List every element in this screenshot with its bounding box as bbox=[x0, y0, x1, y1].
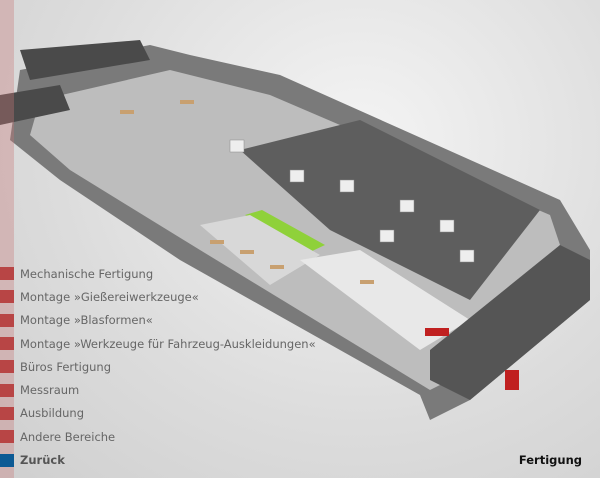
workbench bbox=[210, 240, 224, 244]
marker-icon bbox=[0, 337, 14, 351]
roof-left-2 bbox=[0, 85, 70, 125]
area-menu: Mechanische Fertigung Montage »Gießereiw… bbox=[0, 262, 316, 472]
machine bbox=[229, 139, 245, 153]
menu-item-andere-bereiche[interactable]: Andere Bereiche bbox=[0, 425, 316, 448]
menu-item-label: Ausbildung bbox=[20, 406, 85, 421]
menu-item-label: Montage »Werkzeuge für Fahrzeug-Auskleid… bbox=[20, 336, 316, 351]
menu-item-label: Andere Bereiche bbox=[20, 429, 116, 444]
workbench bbox=[120, 110, 134, 114]
right-building-roof bbox=[430, 245, 590, 400]
green-area bbox=[245, 210, 325, 252]
machine bbox=[399, 199, 415, 213]
marker-icon bbox=[0, 290, 14, 304]
menu-item-label: Montage »Gießereiwerkzeuge« bbox=[20, 289, 199, 304]
roof-left bbox=[20, 40, 150, 80]
menu-item-montage-fahrzeug[interactable]: Montage »Werkzeuge für Fahrzeug-Auskleid… bbox=[0, 332, 316, 355]
workbench bbox=[360, 280, 374, 284]
red-entrance bbox=[505, 370, 519, 390]
marker-icon bbox=[0, 453, 14, 467]
machine bbox=[339, 179, 355, 193]
menu-item-label: Büros Fertigung bbox=[20, 359, 112, 374]
menu-item-mechanische-fertigung[interactable]: Mechanische Fertigung bbox=[0, 262, 316, 285]
menu-item-label: Montage »Blasformen« bbox=[20, 313, 153, 328]
marker-icon bbox=[0, 383, 14, 397]
menu-item-messraum[interactable]: Messraum bbox=[0, 378, 316, 401]
marker-icon bbox=[0, 360, 14, 374]
machine bbox=[289, 169, 305, 183]
menu-item-ausbildung[interactable]: Ausbildung bbox=[0, 402, 316, 425]
red-door bbox=[425, 328, 449, 336]
menu-item-label: Messraum bbox=[20, 383, 80, 398]
page-title: Fertigung bbox=[518, 453, 582, 467]
marker-icon bbox=[0, 406, 14, 420]
menu-item-label: Mechanische Fertigung bbox=[20, 266, 154, 281]
menu-strip bbox=[0, 0, 14, 478]
menu-item-bueros-fertigung[interactable]: Büros Fertigung bbox=[0, 355, 316, 378]
marker-icon bbox=[0, 430, 14, 444]
menu-item-montage-giessereiwerkzeuge[interactable]: Montage »Gießereiwerkzeuge« bbox=[0, 285, 316, 308]
back-label: Zurück bbox=[20, 453, 65, 468]
menu-item-montage-blasformen[interactable]: Montage »Blasformen« bbox=[0, 309, 316, 332]
back-link[interactable]: Zurück bbox=[0, 448, 316, 471]
machine bbox=[379, 229, 395, 243]
workbench bbox=[240, 250, 254, 254]
workbench bbox=[270, 265, 284, 269]
machine bbox=[459, 249, 475, 263]
assembly-area[interactable] bbox=[200, 215, 320, 285]
marker-icon bbox=[0, 267, 14, 281]
workbench bbox=[180, 100, 194, 104]
machine bbox=[439, 219, 455, 233]
marker-icon bbox=[0, 313, 14, 327]
offices-area[interactable] bbox=[300, 250, 470, 350]
